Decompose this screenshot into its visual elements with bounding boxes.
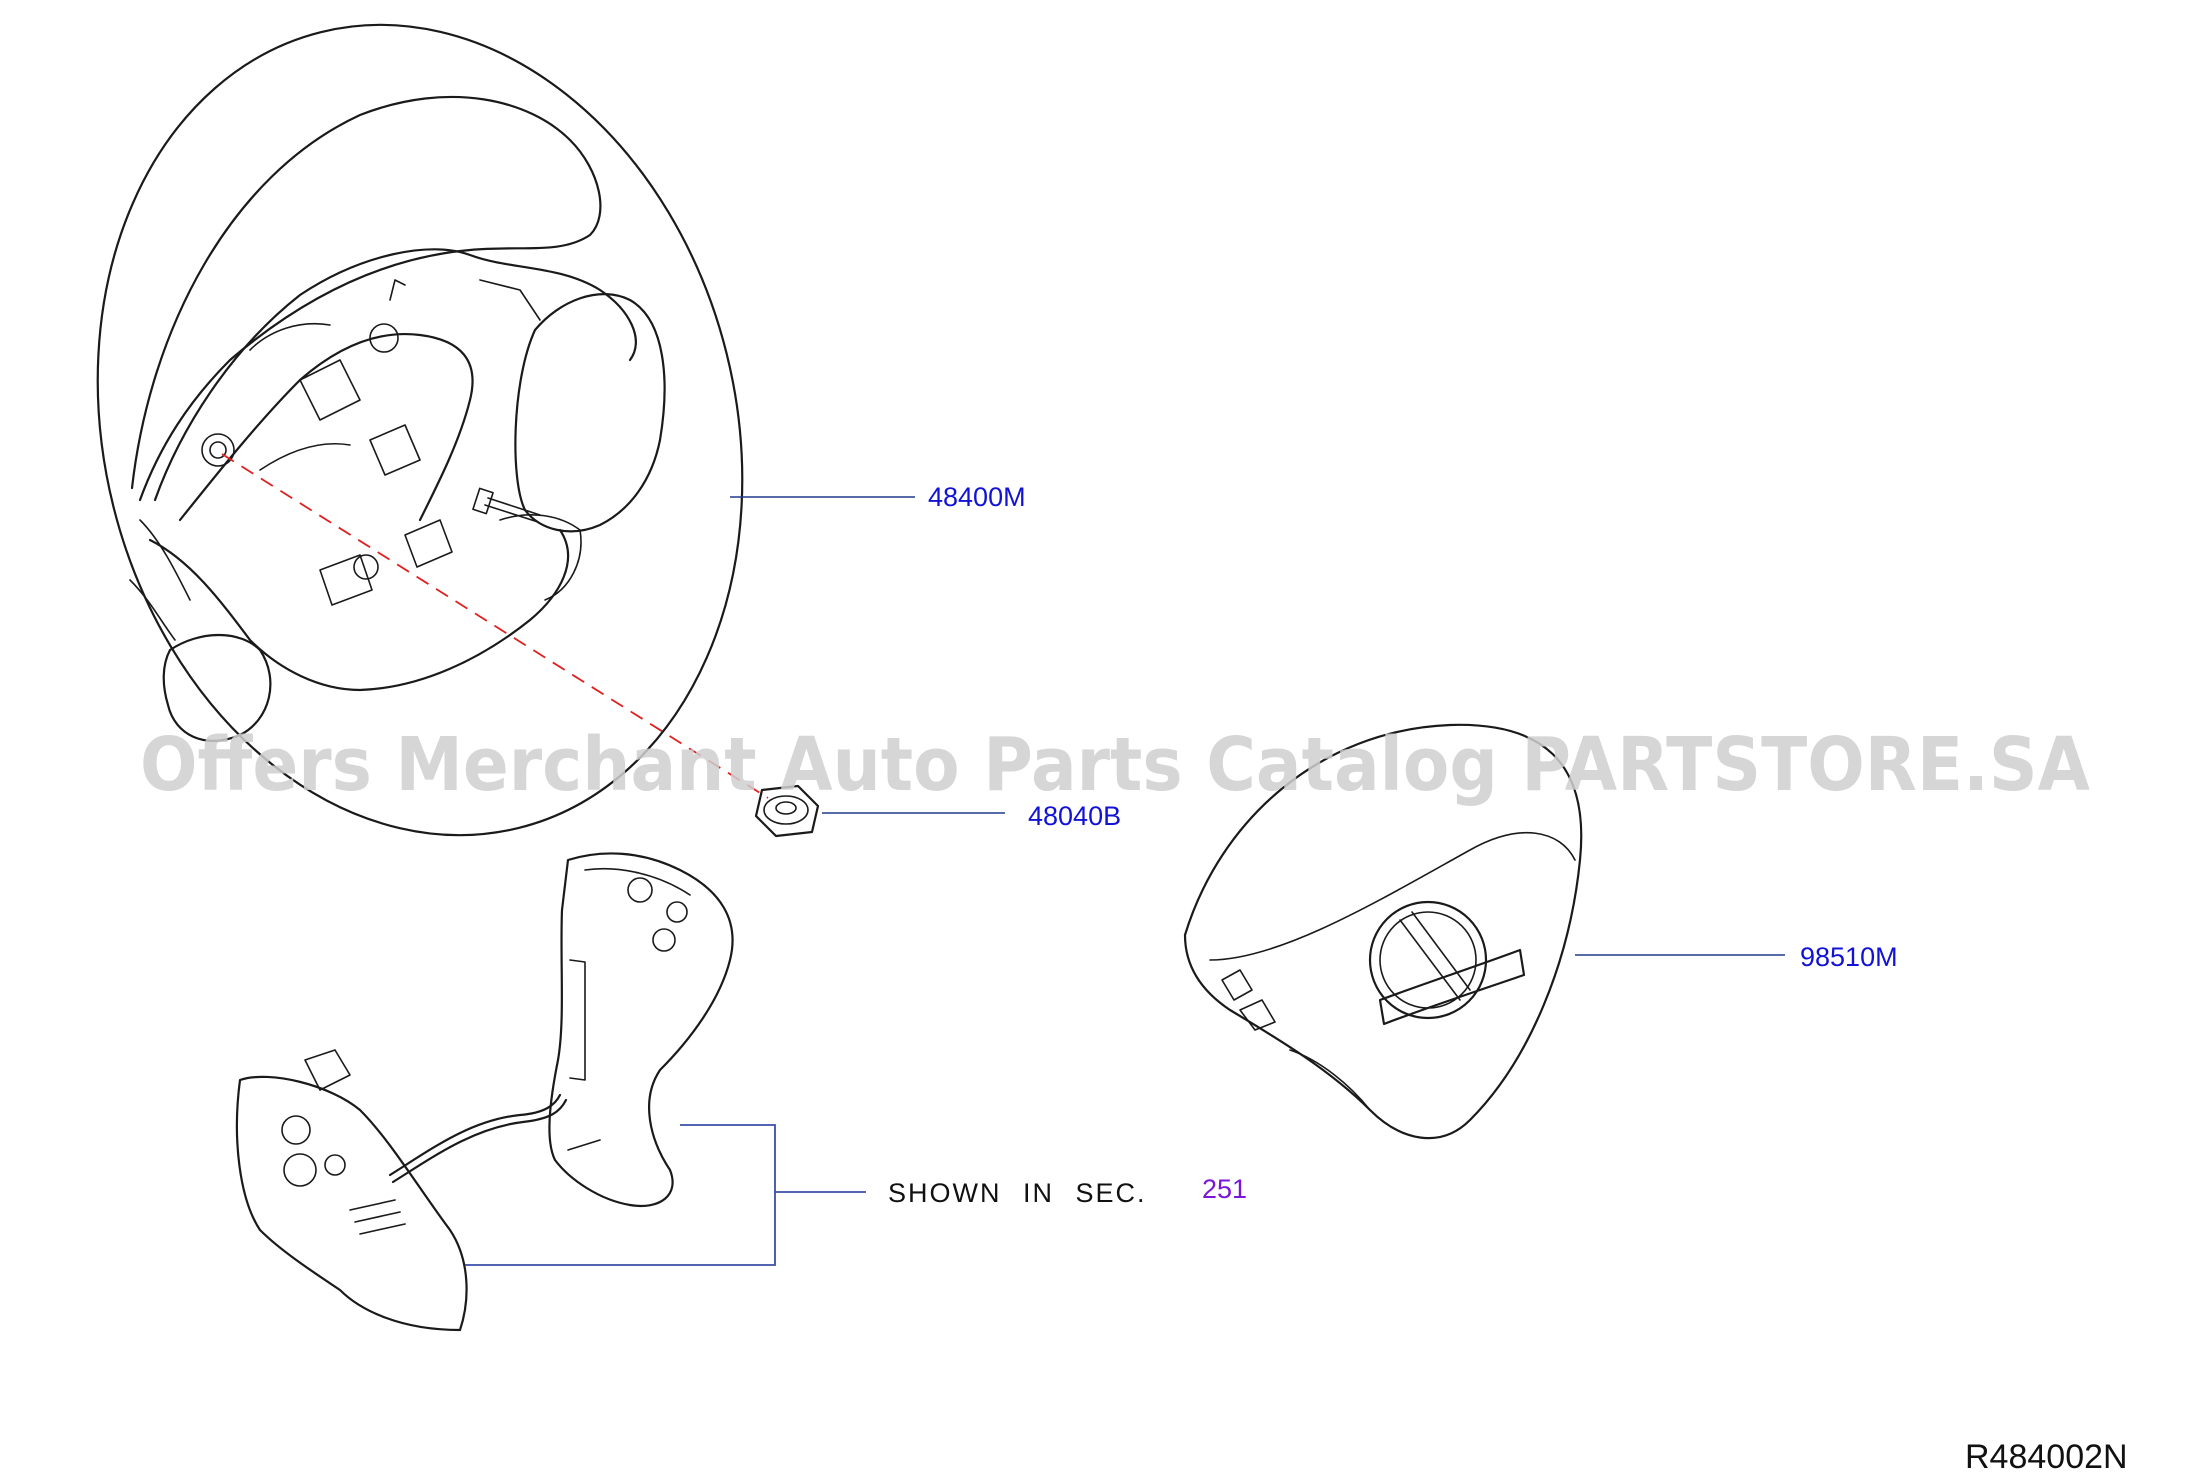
part-label-98510M[interactable]: 98510M [1800, 942, 1898, 972]
alignment-guide [221, 453, 769, 799]
nut-drawing [754, 784, 820, 838]
airbag-module-drawing [1183, 723, 1583, 1140]
part-label-48400M[interactable]: 48400M [928, 482, 1026, 512]
section-note: SHOWN IN SEC. [888, 1178, 1147, 1208]
steering-wheel-drawing [96, 23, 744, 837]
switch-assembly-drawing [235, 852, 734, 1332]
watermark: Offers Merchant Auto Parts Catalog PARTS… [140, 722, 2090, 808]
section-ref-link[interactable]: 251 [1202, 1174, 1247, 1204]
section-ref-bracket [465, 1124, 776, 1266]
part-label-48040B[interactable]: 48040B [1028, 801, 1121, 831]
diagram-code: R484002N [1965, 1438, 2128, 1476]
